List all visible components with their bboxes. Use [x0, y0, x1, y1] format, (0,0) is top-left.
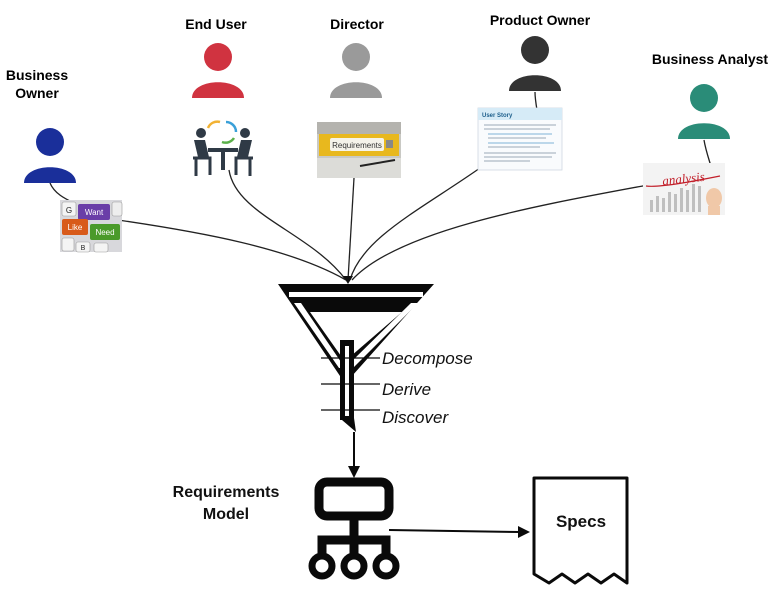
- arrow-model-to-specs: [388, 529, 521, 533]
- person-icon-end-user: [192, 43, 244, 98]
- label-business-owner-line1: Business: [6, 67, 68, 83]
- step-decompose: Decompose: [382, 349, 473, 368]
- requirements-binder-image: Requirements: [317, 122, 401, 178]
- person-icon-director: [330, 43, 382, 98]
- label-end-user: End User: [185, 16, 247, 32]
- meeting-image: [193, 120, 253, 176]
- connector-business-analyst: [351, 184, 649, 281]
- arrow-funnel-to-model-head: [348, 466, 360, 478]
- svg-text:Need: Need: [95, 228, 114, 237]
- funnel-arrowhead: [343, 276, 353, 284]
- connector-pa-neck: [534, 91, 538, 111]
- connector-end-user: [228, 169, 347, 281]
- svg-text:User Story: User Story: [482, 113, 513, 119]
- label-business-owner-line2: Owner: [15, 85, 59, 101]
- svg-text:Requirements: Requirements: [332, 141, 382, 150]
- specs-document-icon: [532, 476, 629, 585]
- keyboard-image: G Want Like Need B: [60, 200, 123, 253]
- step-discover: Discover: [382, 408, 449, 427]
- analysis-image: analysis: [643, 163, 725, 215]
- label-director: Director: [330, 16, 384, 32]
- user-story-image: User Story: [477, 107, 563, 171]
- funnel-icon: [278, 284, 434, 432]
- svg-text:Like: Like: [68, 223, 83, 232]
- hierarchy-icon: [308, 477, 400, 580]
- person-icon-business-analyst: [678, 84, 730, 139]
- step-derive: Derive: [382, 380, 431, 399]
- svg-text:G: G: [66, 206, 72, 215]
- connector-lines: [49, 91, 713, 281]
- person-icon-business-owner: [24, 128, 76, 183]
- svg-text:Want: Want: [85, 208, 104, 217]
- svg-text:analysis: analysis: [662, 169, 706, 188]
- label-requirements-model-line2: Model: [203, 506, 249, 523]
- label-product-owner: Product Owner: [490, 12, 591, 28]
- arrow-model-to-specs-head: [518, 526, 530, 538]
- label-business-analyst: Business Analyst: [652, 51, 769, 67]
- connector-business-owner: [117, 219, 347, 281]
- connector-product-owner: [349, 167, 481, 281]
- svg-text:B: B: [81, 245, 86, 252]
- connector-director: [347, 177, 355, 281]
- label-requirements-model-line1: Requirements: [173, 484, 280, 501]
- person-icon-product-owner: [509, 36, 561, 91]
- specs-label: Specs: [556, 512, 606, 531]
